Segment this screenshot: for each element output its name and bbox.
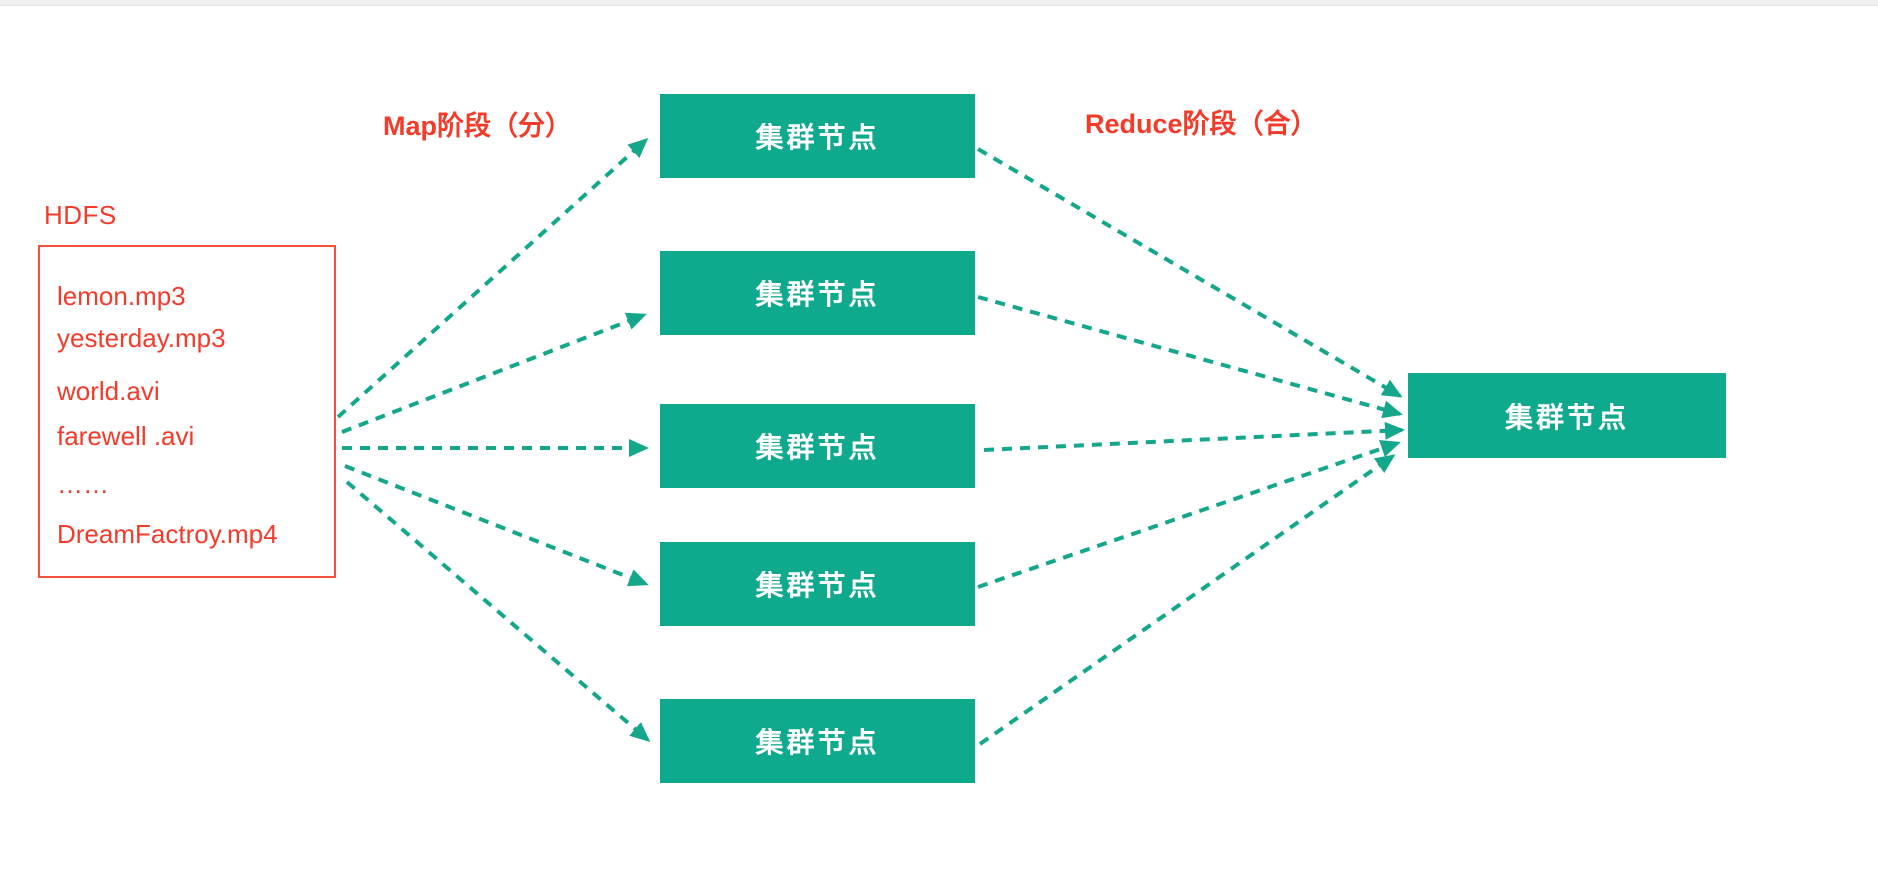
arrow-map-4 <box>344 464 649 587</box>
arrow-map-5 <box>345 480 651 742</box>
map-cluster-node-5: 集群节点 <box>660 699 975 783</box>
arrow-reduce-1 <box>976 147 1403 398</box>
hdfs-file-item: farewell .avi <box>57 421 195 451</box>
map-cluster-node-2: 集群节点 <box>660 251 975 335</box>
hdfs-file-item: lemon.mp3 <box>57 281 186 311</box>
hdfs-file-item: yesterday.mp3 <box>57 323 226 353</box>
reduce-stage-label: Reduce阶段（合） <box>1085 109 1318 139</box>
top-divider-line <box>0 0 1878 6</box>
hdfs-file-list-box: lemon.mp3 yesterday.mp3 world.avi farewe… <box>38 245 336 578</box>
hdfs-file-item: world.avi <box>57 376 160 406</box>
map-cluster-node-4: 集群节点 <box>660 542 975 626</box>
map-cluster-node-3: 集群节点 <box>660 404 975 488</box>
hdfs-file-item: DreamFactroy.mp4 <box>57 519 278 549</box>
arrow-reduce-5 <box>978 454 1396 746</box>
hdfs-title: HDFS <box>44 200 117 230</box>
map-stage-label: Map阶段（分） <box>383 111 572 141</box>
arrow-reduce-3 <box>983 421 1405 452</box>
hdfs-file-ellipsis: …… <box>57 469 109 499</box>
map-cluster-node-1: 集群节点 <box>660 94 975 178</box>
arrow-map-1 <box>336 137 649 419</box>
reduce-cluster-node: 集群节点 <box>1408 373 1726 458</box>
arrow-reduce-2 <box>977 295 1403 419</box>
arrow-reduce-4 <box>977 440 1401 589</box>
arrow-map-2 <box>341 312 647 434</box>
